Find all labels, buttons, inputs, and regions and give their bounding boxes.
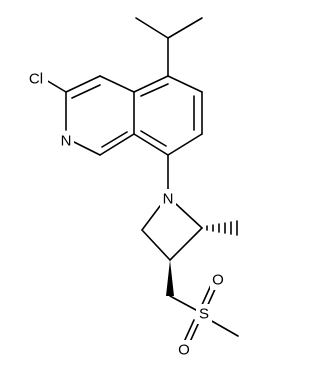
bond-s-methyl: [209, 319, 239, 337]
bond-s-o-lower-b: [183, 319, 195, 343]
azetidine-nitrogen-label: N: [163, 191, 174, 208]
s-mask: [196, 304, 212, 324]
bond-c8-c8a: [133, 133, 169, 156]
ch2-solid-wedge: [166, 260, 174, 296]
cl-mask: [24, 70, 48, 90]
bond-c4a-c5-double: [140, 83, 169, 97]
bond-c5-c6: [167, 75, 203, 93]
bond-c7-c8: [167, 133, 203, 156]
bond-ch-me2: [167, 17, 203, 39]
oxygen-lower-label: O: [178, 342, 190, 359]
bond-c3-c4: [65, 75, 101, 93]
chlorine-label: Cl: [29, 71, 43, 88]
structure-diagram: Cl N N S O O: [24, 17, 239, 360]
bond-c4-c4a: [99, 75, 135, 93]
pyridine-ring: [65, 75, 135, 156]
oxygen-upper-label: O: [212, 272, 224, 289]
azetidine-ring: [141, 203, 203, 261]
bond-c4-n1: [141, 205, 161, 231]
isopropyl-group: [135, 17, 203, 77]
bond-c8a-c1: [99, 133, 135, 156]
bond-c3-cl: [45, 79, 67, 93]
bond-c2-c3: [169, 227, 203, 261]
bond-c1-n2: [73, 141, 101, 156]
sulfur-label: S: [199, 306, 209, 323]
bond-c3-c4-double: [71, 84, 101, 99]
bond-n1-c2: [175, 203, 203, 229]
methyl-hashed-wedge: [206, 220, 238, 236]
bond-ch-me1: [135, 17, 169, 39]
bond-c3-c4: [141, 229, 171, 261]
bond-c8a-c1-double: [101, 131, 128, 148]
n-ring-mask: [58, 131, 74, 151]
o-upper-mask: [210, 270, 226, 290]
n-azetidine-mask: [160, 189, 176, 209]
o-lower-mask: [176, 340, 192, 360]
benzene-ring: [133, 75, 203, 156]
bond-s-o-upper-a: [200, 284, 212, 308]
isoquinoline-nitrogen-label: N: [61, 133, 72, 150]
bond-ch2-s: [169, 295, 197, 311]
bond-c8-c8a-double: [140, 130, 167, 147]
bond-c4a-c5: [133, 75, 169, 93]
